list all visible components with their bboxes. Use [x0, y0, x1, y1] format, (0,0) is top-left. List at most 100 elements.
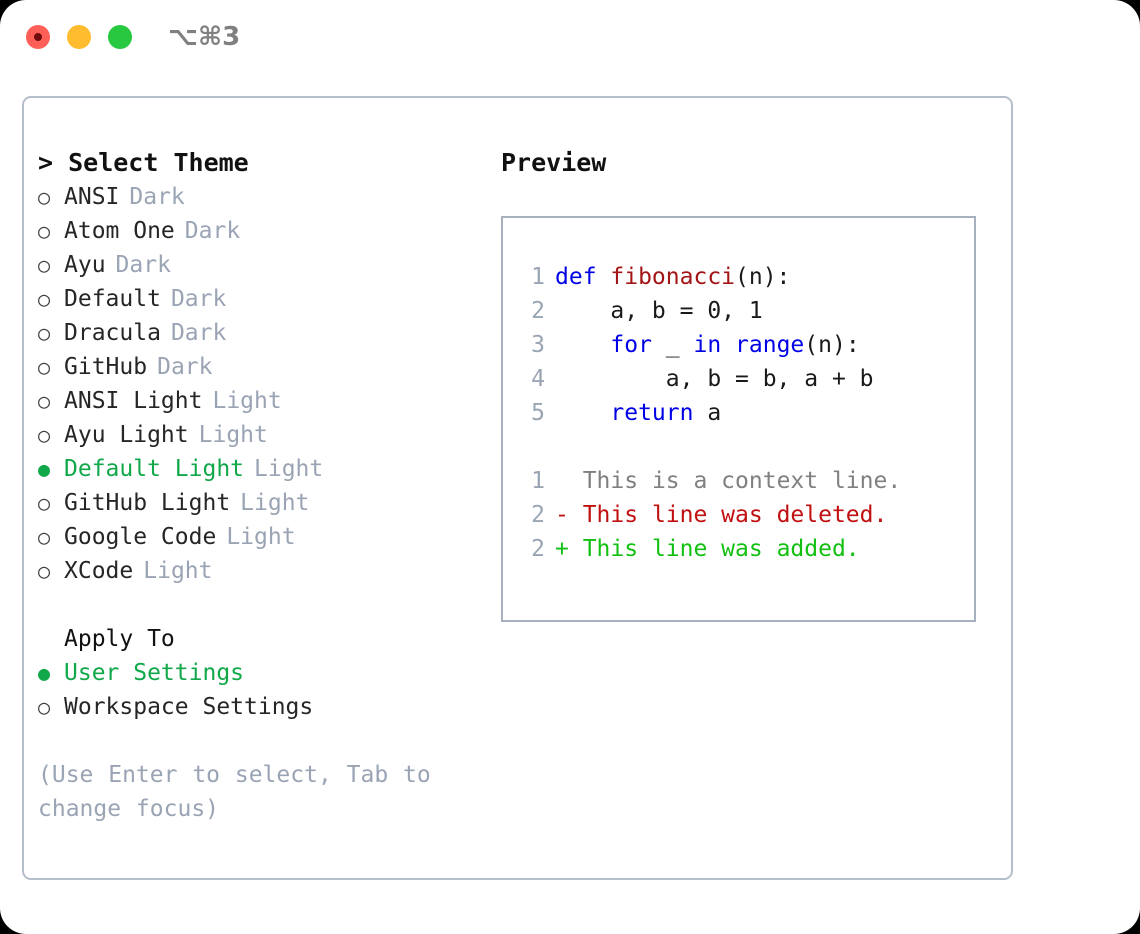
radio-icon: ○	[38, 321, 51, 345]
diff-line-deleted: 2 - This line was deleted.	[517, 498, 968, 532]
theme-option-ayu-dark[interactable]: ○ Ayu Dark	[38, 248, 498, 282]
code-preview: 1 def fibonacci (n): 2 a, b = 0, 1 3 for	[517, 260, 968, 566]
theme-option-ansi-dark[interactable]: ○ ANSI Dark	[38, 180, 498, 214]
radio-selected-icon: ●	[38, 661, 51, 685]
code-token: def	[555, 264, 611, 290]
radio-icon: ○	[38, 355, 51, 379]
radio-icon: ○	[38, 185, 51, 209]
theme-option-default-light[interactable]: ● Default Light Light	[38, 452, 498, 486]
apply-to-workspace-settings[interactable]: ○ Workspace Settings	[38, 690, 498, 724]
code-token: range	[735, 332, 805, 358]
theme-option-label: GitHub	[64, 354, 148, 380]
theme-option-github-dark[interactable]: ○ GitHub Dark	[38, 350, 498, 384]
diff-line-context: 1 This is a context line.	[517, 464, 968, 498]
apply-to-label: Workspace Settings	[64, 694, 314, 720]
code-token	[555, 396, 610, 430]
code-token: a, b = 0, 1	[555, 298, 763, 324]
radio-icon: ○	[38, 695, 51, 719]
preview-title: Preview	[501, 148, 607, 177]
diff-marker: -	[555, 502, 569, 528]
code-token: (n):	[804, 332, 860, 358]
maximize-button[interactable]	[108, 25, 132, 49]
theme-option-google-code[interactable]: ○ Google Code Light	[38, 520, 498, 554]
radio-icon: ○	[38, 423, 51, 447]
radio-icon: ○	[38, 389, 51, 413]
theme-option-ansi-light[interactable]: ○ ANSI Light Light	[38, 384, 498, 418]
theme-option-suffix: Dark	[184, 218, 241, 244]
diff-text: This line was added.	[568, 536, 860, 562]
theme-option-dracula-dark[interactable]: ○ Dracula Dark	[38, 316, 498, 350]
close-button[interactable]	[26, 25, 50, 49]
code-line: 3 for _ in range (n):	[517, 328, 968, 362]
theme-option-suffix: Dark	[170, 320, 227, 346]
radio-icon: ○	[38, 287, 51, 311]
apply-to-group: Apply To ● User Settings ○ Workspace Set…	[38, 622, 498, 724]
code-token: a, b = b, a + b	[555, 366, 874, 392]
theme-option-label: Google Code	[64, 524, 217, 550]
theme-selection-column: > Select Theme ○ ANSI Dark ○ Atom One Da…	[38, 146, 498, 826]
keyboard-hint-text: (Use Enter to select, Tab to change focu…	[38, 762, 431, 822]
line-number: 2	[531, 298, 545, 324]
theme-list: ○ ANSI Dark ○ Atom One Dark ○ Ayu Dark ○…	[38, 180, 498, 588]
title-bar: ⌥⌘3	[0, 0, 1140, 78]
line-number: 2	[531, 536, 545, 562]
radio-selected-icon: ●	[38, 457, 51, 481]
line-number: 1	[531, 264, 545, 290]
line-number: 2	[531, 502, 545, 528]
code-line: 4 a, b = b, a + b	[517, 362, 968, 396]
line-number: 5	[531, 400, 545, 426]
code-line: 5 return a	[517, 396, 968, 430]
theme-option-suffix: Light	[254, 456, 324, 482]
theme-option-label: Atom One	[64, 218, 175, 244]
apply-to-label: User Settings	[64, 660, 245, 686]
theme-option-ayu-light[interactable]: ○ Ayu Light Light	[38, 418, 498, 452]
code-token	[721, 328, 735, 362]
window-controls	[26, 25, 132, 49]
theme-option-suffix: Light	[212, 388, 282, 414]
apply-to-title: Apply To	[64, 626, 175, 652]
theme-option-xcode[interactable]: ○ XCode Light	[38, 554, 498, 588]
apply-to-user-settings[interactable]: ● User Settings	[38, 656, 498, 690]
diff-line-added: 2 + This line was added.	[517, 532, 968, 566]
code-token: a	[693, 400, 722, 426]
theme-option-label: Ayu	[64, 252, 106, 278]
line-number: 3	[531, 332, 545, 358]
theme-option-suffix: Dark	[157, 354, 213, 380]
theme-option-atom-one-dark[interactable]: ○ Atom One Dark	[38, 214, 498, 248]
theme-option-label: XCode	[64, 558, 134, 584]
theme-option-label: Default Light	[64, 456, 245, 482]
theme-option-label: ANSI	[64, 184, 120, 210]
theme-option-label: Dracula	[64, 320, 161, 346]
diff-text: This line was deleted.	[568, 502, 888, 528]
theme-option-suffix: Dark	[129, 184, 185, 210]
spacer	[517, 430, 968, 464]
radio-icon: ○	[38, 525, 51, 549]
code-token: in	[693, 332, 722, 358]
theme-option-suffix: Light	[198, 422, 268, 448]
theme-option-label: ANSI Light	[64, 388, 203, 414]
theme-option-default-dark[interactable]: ○ Default Dark	[38, 282, 498, 316]
shortcut-label: ⌥⌘3	[168, 22, 241, 52]
theme-picker-panel: > Select Theme ○ ANSI Dark ○ Atom One Da…	[22, 96, 1013, 880]
line-number: 1	[531, 468, 545, 494]
code-token	[555, 328, 610, 362]
code-token: (n):	[735, 264, 791, 290]
theme-option-label: Ayu Light	[64, 422, 189, 448]
theme-option-github-light[interactable]: ○ GitHub Light Light	[38, 486, 498, 520]
code-token: return	[610, 400, 694, 426]
diff-marker: +	[555, 536, 569, 562]
radio-icon: ○	[38, 559, 51, 583]
preview-column: Preview 1 def fibonacci (n): 2 a, b = 0,…	[501, 146, 1001, 622]
diff-marker	[555, 464, 569, 498]
theme-option-suffix: Dark	[115, 252, 171, 278]
theme-option-suffix: Light	[143, 558, 213, 584]
theme-option-suffix: Light	[226, 524, 296, 550]
code-token: _	[651, 332, 694, 358]
radio-icon: ○	[38, 219, 51, 243]
theme-option-suffix: Light	[240, 490, 310, 516]
code-line: 2 a, b = 0, 1	[517, 294, 968, 328]
theme-option-label: Default	[64, 286, 161, 312]
minimize-button[interactable]	[67, 25, 91, 49]
select-theme-header: > Select Theme	[38, 148, 249, 177]
